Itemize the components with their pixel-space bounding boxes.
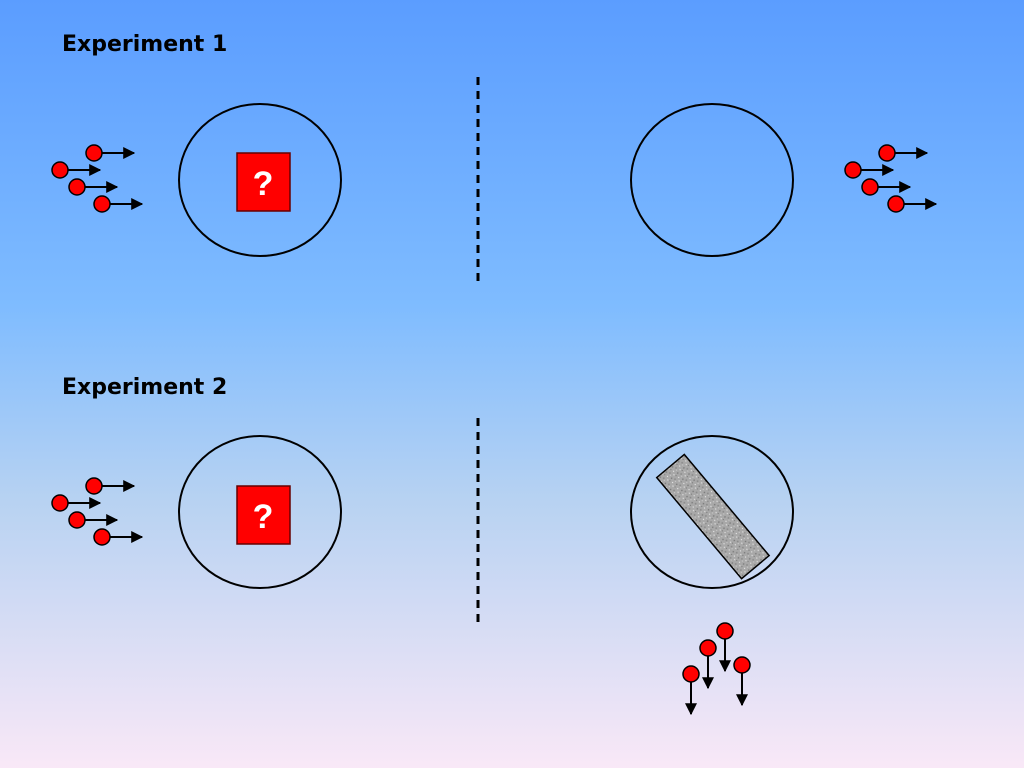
particle-icon	[68, 178, 119, 196]
exp2-right-circle	[630, 435, 794, 589]
exp1-left-circle	[178, 103, 342, 257]
exp1-box-label: ?	[253, 165, 274, 203]
particle-icon	[733, 656, 751, 707]
exp2-deflected-particles	[682, 622, 751, 716]
particle-icon	[51, 494, 102, 512]
particle-icon	[699, 639, 717, 690]
exp1-outgoing-particles	[844, 144, 938, 213]
particle-icon	[887, 195, 938, 213]
particle-icon	[716, 622, 734, 673]
particle-icon	[93, 195, 144, 213]
particle-icon	[682, 665, 700, 716]
particle-icon	[93, 528, 144, 546]
exp1-incoming-particles	[51, 144, 144, 213]
particle-icon	[85, 144, 136, 162]
exp2-incoming-particles	[51, 477, 144, 546]
particle-icon	[844, 161, 895, 179]
experiment-2-title: Experiment 2	[62, 375, 228, 400]
experiment-1-title: Experiment 1	[62, 32, 228, 57]
exp2-box-label: ?	[253, 498, 274, 536]
particle-icon	[878, 144, 929, 162]
particle-icon	[68, 511, 119, 529]
question-box-icon: ?	[236, 152, 291, 212]
particle-icon	[85, 477, 136, 495]
slab-icon	[655, 453, 771, 580]
exp1-right-circle	[630, 103, 794, 257]
question-box-icon: ?	[236, 485, 291, 545]
particle-icon	[861, 178, 912, 196]
particle-icon	[51, 161, 102, 179]
exp2-left-circle	[178, 435, 342, 589]
